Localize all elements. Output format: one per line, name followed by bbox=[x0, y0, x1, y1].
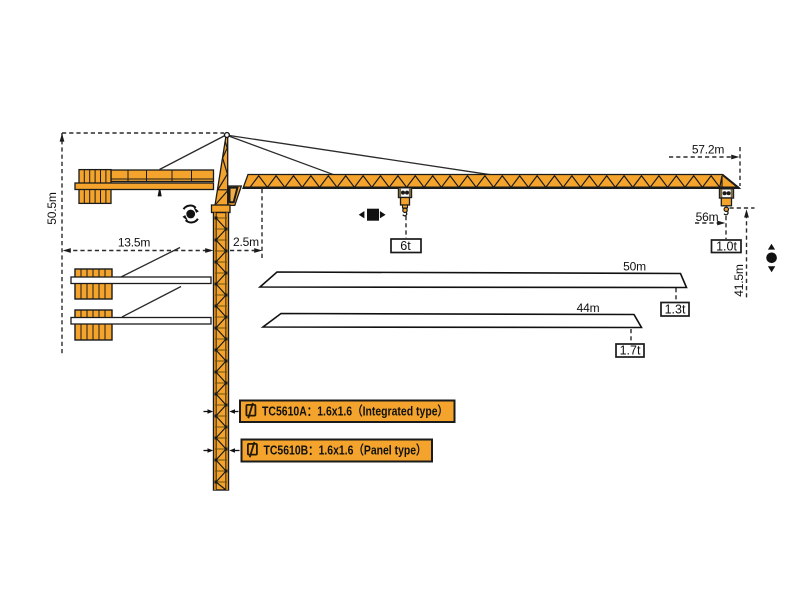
svg-text:41.5m: 41.5m bbox=[732, 264, 746, 297]
svg-text:2.5m: 2.5m bbox=[233, 235, 259, 249]
svg-text:1.7t: 1.7t bbox=[620, 344, 641, 358]
svg-text:TC5610A：1.6x1.6（Integrated typ: TC5610A：1.6x1.6（Integrated type） bbox=[262, 404, 448, 419]
svg-text:1.3t: 1.3t bbox=[665, 303, 686, 317]
svg-text:6t: 6t bbox=[400, 239, 411, 253]
svg-text:44m: 44m bbox=[577, 301, 600, 315]
svg-text:50m: 50m bbox=[623, 260, 646, 274]
svg-text:50.5m: 50.5m bbox=[45, 192, 59, 225]
svg-text:57.2m: 57.2m bbox=[692, 143, 725, 157]
svg-text:56m: 56m bbox=[696, 210, 719, 224]
svg-text:1.0t: 1.0t bbox=[716, 240, 737, 254]
svg-text:TC5610B：1.6x1.6（Panel type）: TC5610B：1.6x1.6（Panel type） bbox=[264, 443, 427, 458]
svg-text:13.5m: 13.5m bbox=[118, 236, 151, 250]
